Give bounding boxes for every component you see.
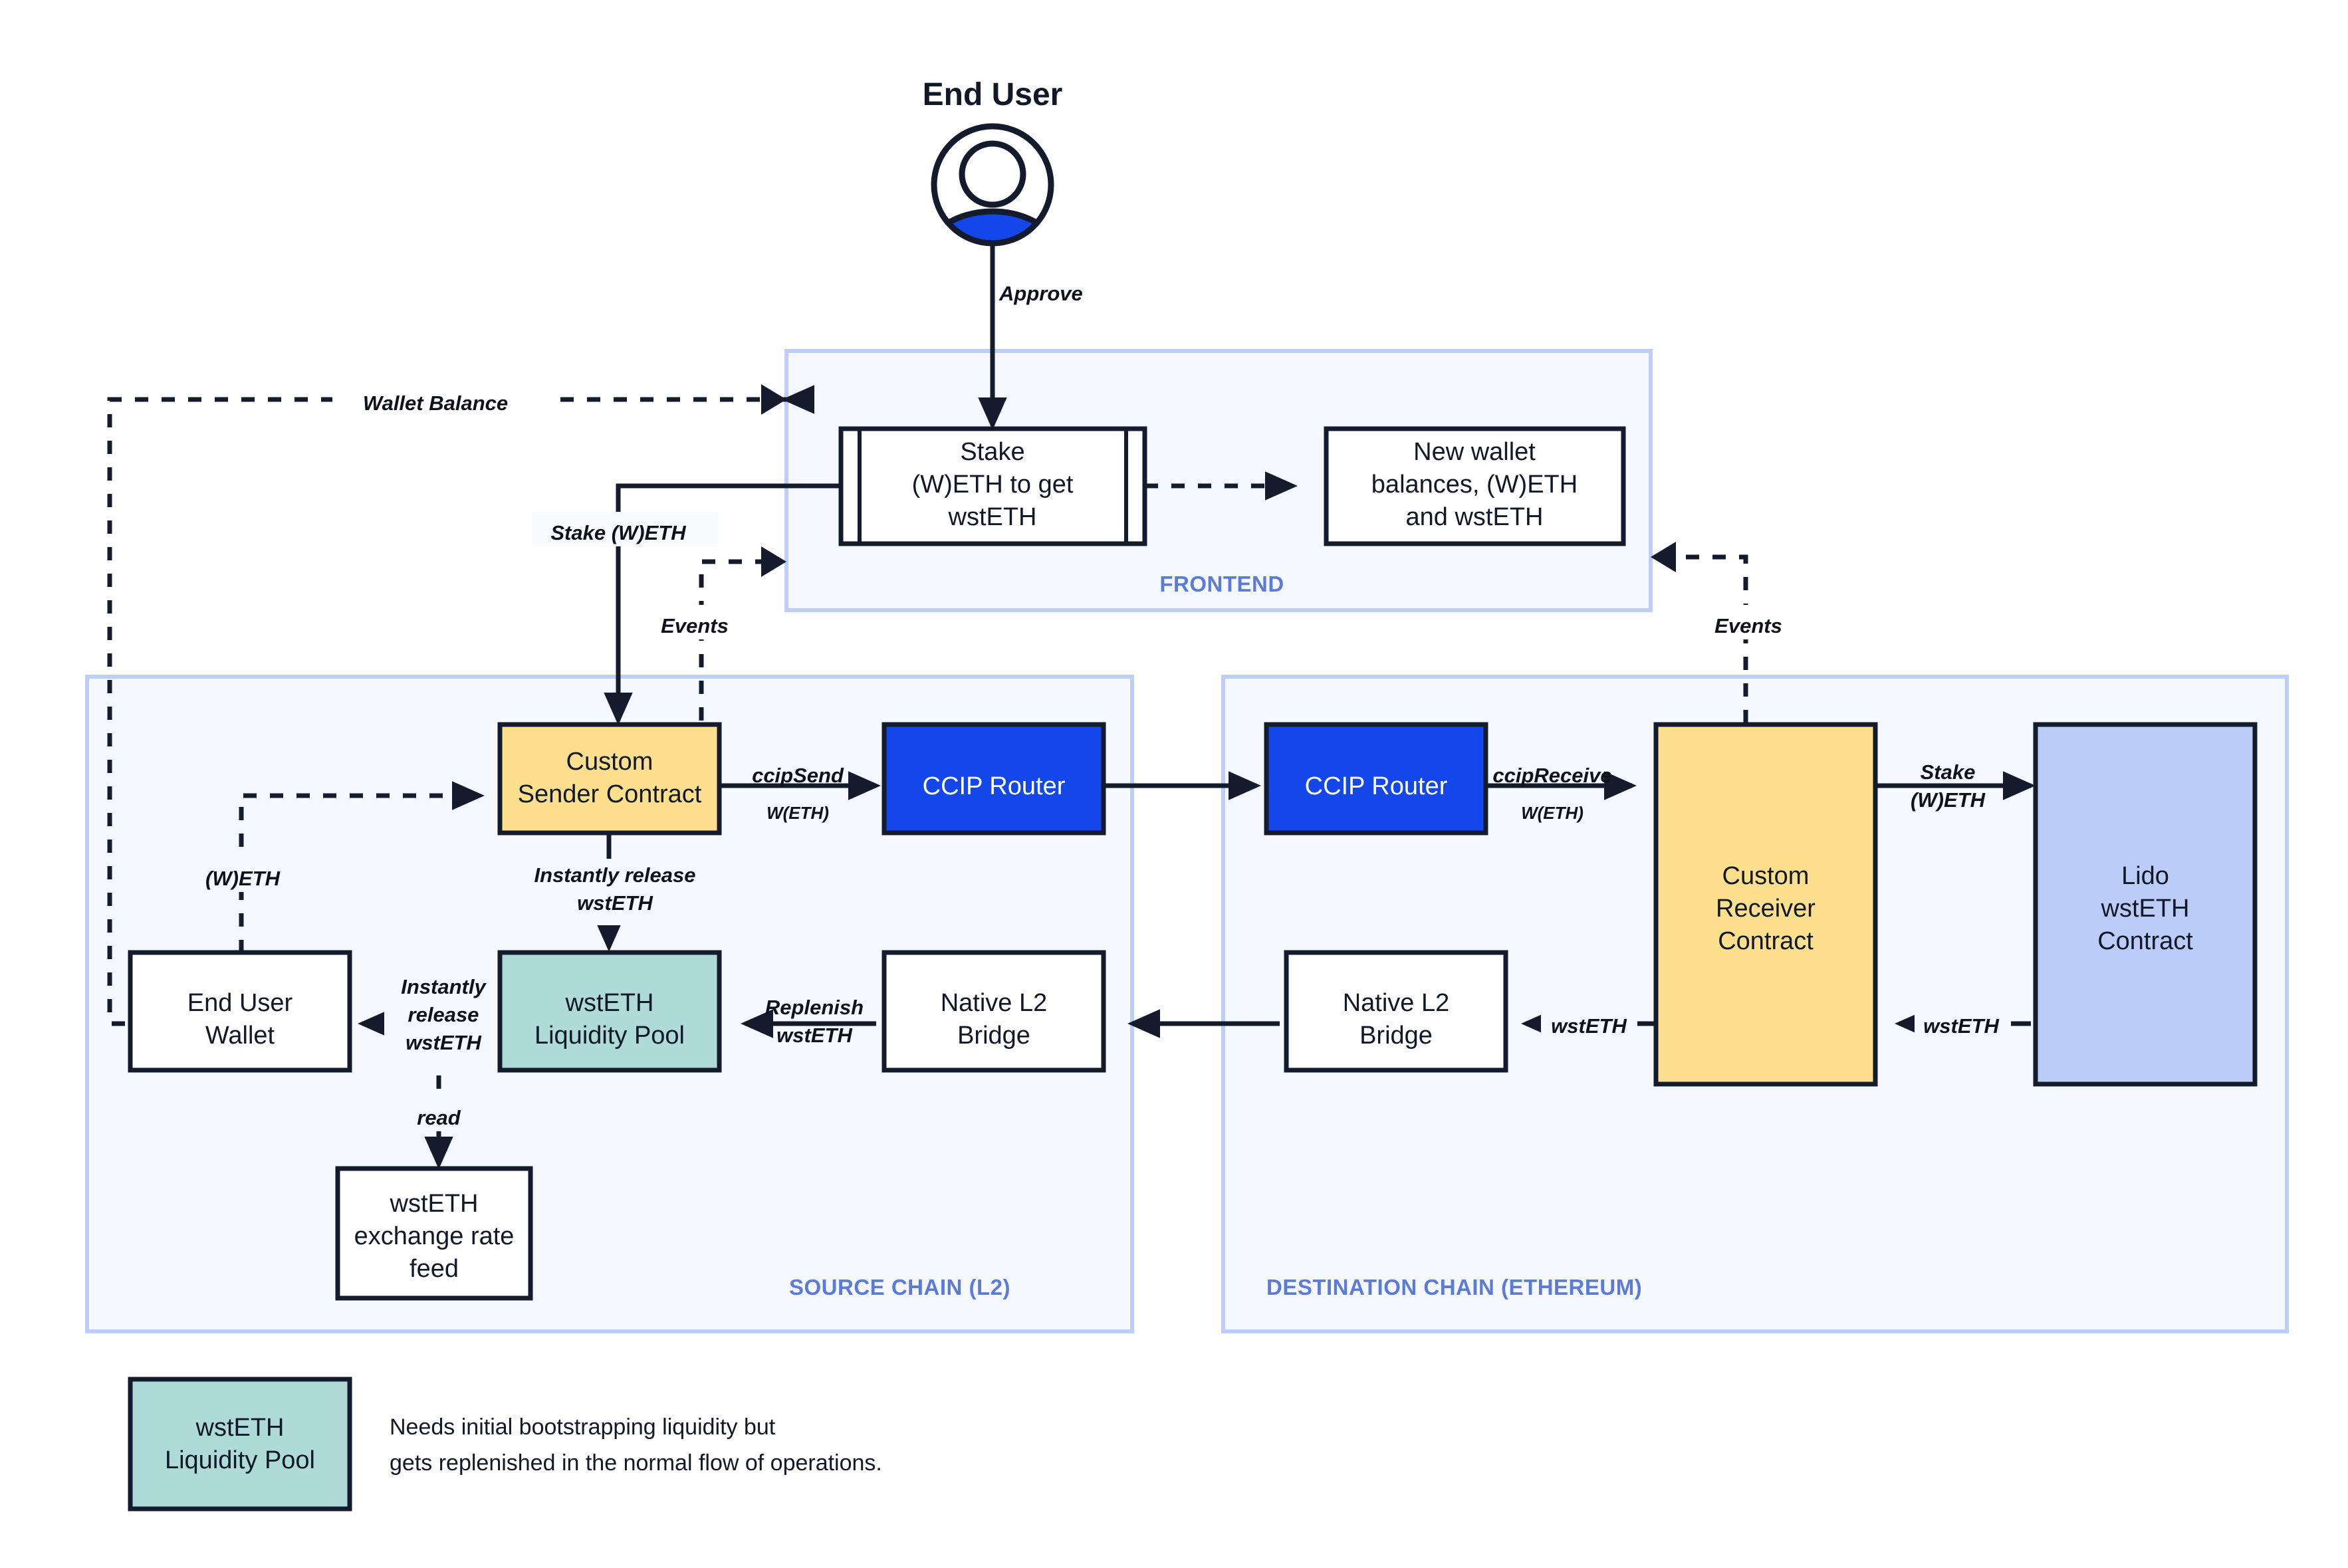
node-bridge-destination-rect[interactable] <box>1284 950 1508 1073</box>
legend-note-line-1: Needs initial bootstrapping liquidity bu… <box>390 1414 776 1440</box>
zone-source-chain-label: SOURCE CHAIN (L2) <box>789 1275 1010 1299</box>
edge-wallet-balance-label: Wallet Balance <box>363 392 508 415</box>
edge-instantly-release-wallet: Instantly release wstETH <box>358 972 507 1075</box>
edge-ccip-send-label: ccipSend <box>752 764 844 787</box>
node-ccip-router-destination-rect[interactable] <box>1264 722 1488 836</box>
node-lido-line-1: Lido <box>2121 862 2169 890</box>
zone-destination-chain-label: DESTINATION CHAIN (ETHEREUM) <box>1266 1275 1642 1299</box>
legend: wstETH Liquidity Pool Needs initial boot… <box>128 1377 882 1512</box>
edge-stake-weth: Stake (W)ETH <box>532 483 841 725</box>
node-custom-receiver-line-3: Contract <box>1718 927 1814 955</box>
node-bridge-destination-line-2: Bridge <box>1359 1022 1433 1050</box>
node-end-user-wallet-rect[interactable] <box>128 950 352 1073</box>
edge-weth-label: (W)ETH <box>205 867 281 890</box>
edge-replenish-label-1: Replenish <box>765 996 864 1019</box>
node-end-user-wallet-line-1: End User <box>187 989 293 1017</box>
node-ccip-router-destination-label: CCIP Router <box>1305 772 1448 800</box>
legend-swatch-line-1: wstETH <box>195 1414 285 1442</box>
edge-replenish: Replenish wstETH <box>741 996 876 1047</box>
edge-events-right-label: Events <box>1714 614 1782 637</box>
edge-instantly-release-pool: Instantly release wstETH <box>534 833 770 952</box>
node-new-balances-line-3: and wstETH <box>1406 503 1544 531</box>
node-custom-receiver-line-2: Receiver <box>1716 895 1816 923</box>
edge-events-left-label: Events <box>661 614 729 637</box>
node-custom-sender-line-2: Sender Contract <box>518 780 702 808</box>
node-ccip-router-source-rect[interactable] <box>881 722 1106 836</box>
node-custom-sender-contract[interactable]: Custom Sender Contract <box>497 722 722 836</box>
edge-events-left: Events <box>648 546 786 721</box>
edge-read: read <box>392 1075 489 1169</box>
node-liquidity-pool-line-2: Liquidity Pool <box>534 1022 685 1050</box>
node-native-l2-bridge-source[interactable]: Native L2 Bridge <box>881 950 1106 1073</box>
zone-frontend-label: FRONTEND <box>1159 572 1284 596</box>
node-ccip-router-source[interactable]: CCIP Router <box>881 722 1106 836</box>
edge-stake-dst-label-1: Stake <box>1921 760 1976 784</box>
node-stake-form-line-3: wstETH <box>948 503 1037 531</box>
node-native-l2-bridge-destination[interactable]: Native L2 Bridge <box>1284 950 1508 1073</box>
node-lido-line-2: wstETH <box>2101 895 2190 923</box>
node-rate-feed-line-3: feed <box>410 1255 459 1283</box>
edge-stake-weth-destination: Stake (W)ETH <box>1874 760 2036 812</box>
edge-wallet-balance: Wallet Balance <box>107 382 814 1026</box>
edge-wsteth-lido-to-receiver: wstETH <box>1895 1005 2031 1040</box>
node-bridge-source-line-1: Native L2 <box>941 989 1048 1017</box>
edge-stake-weth-label: Stake (W)ETH <box>550 521 686 544</box>
node-ccip-router-destination[interactable]: CCIP Router <box>1264 722 1488 836</box>
node-stake-form-line-1: Stake <box>960 438 1024 466</box>
node-lido-wsteth-contract[interactable]: Lido wstETH Contract <box>2033 722 2258 1087</box>
legend-note-line-2: gets replenished in the normal flow of o… <box>390 1450 882 1476</box>
edge-read-label: read <box>417 1106 461 1129</box>
node-custom-receiver-line-1: Custom <box>1722 862 1810 890</box>
edge-instantly-release-label-1: Instantly release <box>534 863 696 887</box>
edge-wsteth-receiver-label: wstETH <box>1551 1014 1627 1038</box>
legend-swatch-line-2: Liquidity Pool <box>165 1446 315 1474</box>
edge-ccip-receive-sublabel: W(ETH) <box>1521 803 1584 823</box>
node-rate-feed-rect[interactable] <box>335 1166 533 1301</box>
node-rate-feed-line-2: exchange rate <box>354 1222 515 1250</box>
node-wsteth-liquidity-pool[interactable]: wstETH Liquidity Pool <box>497 950 722 1073</box>
node-new-balances-rect[interactable] <box>1324 426 1626 546</box>
node-bridge-destination-line-1: Native L2 <box>1343 989 1450 1017</box>
node-stake-form-rect[interactable] <box>838 426 1147 546</box>
node-bridge-source-rect[interactable] <box>881 950 1106 1073</box>
edge-events-right: Events <box>1651 542 1805 723</box>
edge-replenish-label-2: wstETH <box>776 1024 852 1047</box>
node-new-balances[interactable]: New wallet balances, (W)ETH and wstETH <box>1324 426 1626 546</box>
edge-release-wallet-label-1: Instantly <box>401 975 487 998</box>
node-end-user-wallet-line-2: Wallet <box>205 1022 275 1050</box>
node-new-balances-line-2: balances, (W)ETH <box>1371 471 1578 499</box>
edge-ccip-receive-label: ccipReceive <box>1492 764 1611 787</box>
legend-swatch <box>128 1377 352 1512</box>
edge-ccip-send-sublabel: W(ETH) <box>766 803 829 823</box>
edge-instantly-release-label-2: wstETH <box>577 891 653 915</box>
edge-approve: Approve <box>978 243 1083 430</box>
edge-ccip-send: ccipSend W(ETH) <box>719 764 881 823</box>
node-custom-receiver-rect[interactable] <box>1653 722 1878 1087</box>
edge-weth-wallet-to-sender: (W)ETH <box>186 781 485 953</box>
node-lido-rect[interactable] <box>2033 722 2258 1087</box>
node-stake-form-line-2: (W)ETH to get <box>912 471 1074 499</box>
node-custom-receiver-contract[interactable]: Custom Receiver Contract <box>1653 722 1878 1087</box>
node-ccip-router-source-label: CCIP Router <box>923 772 1066 800</box>
edge-ccip-receive: ccipReceive W(ETH) <box>1486 764 1637 823</box>
edge-release-wallet-label-2: release <box>408 1003 479 1026</box>
edge-approve-label: Approve <box>998 282 1083 305</box>
node-rate-feed-line-1: wstETH <box>390 1190 479 1218</box>
node-bridge-source-line-2: Bridge <box>957 1022 1030 1050</box>
node-liquidity-pool-line-1: wstETH <box>565 989 654 1017</box>
edge-stake-dst-label-2: (W)ETH <box>1911 788 1986 812</box>
node-liquidity-pool-rect[interactable] <box>497 950 722 1073</box>
node-end-user-wallet[interactable]: End User Wallet <box>128 950 352 1073</box>
end-user-title: End User <box>923 77 1063 112</box>
node-new-balances-line-1: New wallet <box>1413 438 1536 466</box>
edge-wsteth-receiver-to-bridge: wstETH <box>1521 1005 1656 1040</box>
edge-release-wallet-label-3: wstETH <box>406 1031 481 1054</box>
node-lido-line-3: Contract <box>2097 927 2193 955</box>
node-wsteth-exchange-rate-feed[interactable]: wstETH exchange rate feed <box>335 1166 533 1301</box>
edge-wsteth-lido-label: wstETH <box>1923 1014 1999 1038</box>
node-custom-sender-rect[interactable] <box>497 722 722 836</box>
node-stake-form[interactable]: Stake (W)ETH to get wstETH <box>838 426 1147 546</box>
node-custom-sender-line-1: Custom <box>566 748 653 776</box>
